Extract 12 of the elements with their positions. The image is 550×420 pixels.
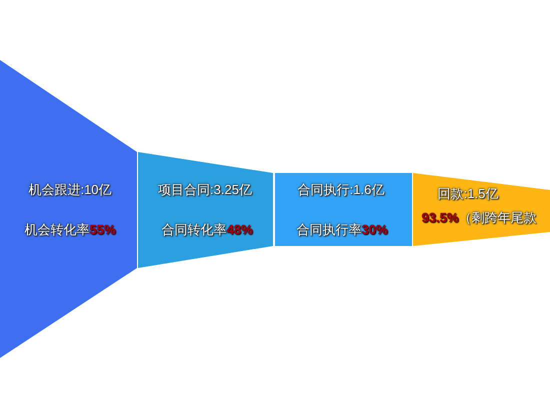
funnel-segment xyxy=(275,173,412,246)
rate-label: 合同执行率30% xyxy=(296,222,388,238)
funnel-segment xyxy=(138,152,273,268)
funnel-segment xyxy=(0,60,137,358)
rate-label: 合同转化率48% xyxy=(161,222,253,238)
stage-label: 合同执行:1.6亿 xyxy=(298,182,384,198)
stage-label: 回款:1.5亿 xyxy=(438,186,498,202)
stage-label: 项目合同:3.25亿 xyxy=(158,182,252,198)
funnel-segment xyxy=(413,173,550,246)
rate-label: 93.5%（剩跨年尾款 xyxy=(422,210,536,226)
rate-label: 机会转化率55% xyxy=(24,222,116,238)
stage-label: 机会跟进:10亿 xyxy=(28,182,112,198)
